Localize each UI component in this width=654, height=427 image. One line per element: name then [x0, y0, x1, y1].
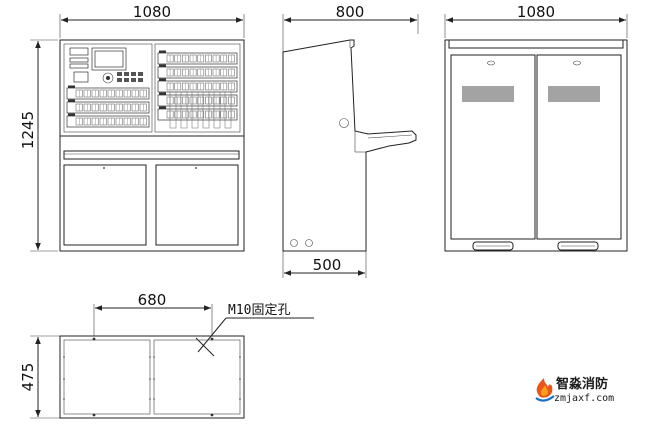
rivet-dot [63, 378, 65, 380]
side-top-depth-label: 800 [336, 3, 365, 21]
module-tag [68, 99, 75, 102]
hole-note-label: M10固定孔 [228, 303, 290, 318]
flame-logo-icon [535, 378, 555, 402]
controller-panel-right [154, 43, 241, 133]
module-strip [202, 91, 210, 129]
module-strip [191, 91, 199, 129]
watermark-logo: 智淼消防 zmjaxf.com [535, 376, 614, 404]
watermark-name: 智淼消防 [556, 376, 608, 392]
front-door-left [63, 164, 147, 246]
module-tag [159, 64, 166, 67]
rear-handle-left [472, 241, 514, 251]
watermark-url: zmjaxf.com [554, 393, 614, 404]
keypad-key [117, 72, 122, 76]
module-tag [159, 78, 166, 81]
rear-vents [462, 86, 600, 102]
rear-cabinet-outline [444, 39, 628, 252]
keypad-key [131, 78, 136, 82]
module-strip [180, 91, 188, 129]
front-view: 1080 1245 [19, 3, 245, 252]
keypad-key [131, 72, 136, 76]
mounting-hole [92, 413, 96, 417]
rivet-dot [63, 356, 65, 358]
rivet-dot [63, 398, 65, 400]
rivet-dot [239, 398, 241, 400]
module-tag [68, 85, 75, 88]
rivet-dot [149, 356, 151, 358]
rear-handle-right [557, 241, 599, 251]
side-view: 800 500 [282, 3, 419, 278]
mounting-hole [210, 337, 214, 341]
module-strip [213, 91, 221, 129]
base-mounting-holes [63, 337, 241, 417]
module-tag [159, 50, 166, 53]
keypad-key [117, 78, 122, 82]
module-strip [224, 91, 232, 129]
keypad-key [138, 78, 143, 82]
controller-keypad [117, 72, 143, 82]
rivet-dot [153, 378, 155, 380]
side-profile [282, 39, 417, 252]
module-tag [68, 113, 75, 116]
base-hole-spacing-label: 680 [138, 291, 167, 309]
hole-note-leader [197, 317, 227, 353]
rivet-dot [153, 356, 155, 358]
base-view: 680 M10固定孔 475 [19, 291, 314, 419]
rear-view: 1080 [444, 3, 628, 252]
module-tag [159, 106, 166, 109]
rivet-dot [149, 378, 151, 380]
module-tag [159, 92, 166, 95]
front-door-right [155, 164, 239, 246]
keypad-key [138, 72, 143, 76]
right-module-rows [157, 50, 238, 129]
rear-width-label: 1080 [517, 3, 555, 21]
front-desk-strip [63, 150, 240, 160]
rivet-dot [153, 398, 155, 400]
rear-door-left [450, 54, 536, 240]
base-outline [59, 335, 245, 419]
keypad-key [124, 78, 129, 82]
base-depth-label: 475 [19, 363, 37, 392]
mounting-hole [210, 413, 214, 417]
module-strip [169, 91, 177, 129]
rivet-dot [239, 356, 241, 358]
mounting-hole [92, 337, 96, 341]
left-module-rows [66, 85, 150, 128]
side-base-depth-label: 500 [313, 256, 342, 274]
rivet-dot [149, 398, 151, 400]
keypad-key [124, 72, 129, 76]
front-height-label: 1245 [19, 111, 37, 149]
front-cabinet-outline [59, 39, 245, 252]
front-width-label: 1080 [133, 3, 171, 21]
controller-panel-left [63, 43, 153, 133]
rivet-dot [239, 378, 241, 380]
rear-door-right [536, 54, 622, 240]
